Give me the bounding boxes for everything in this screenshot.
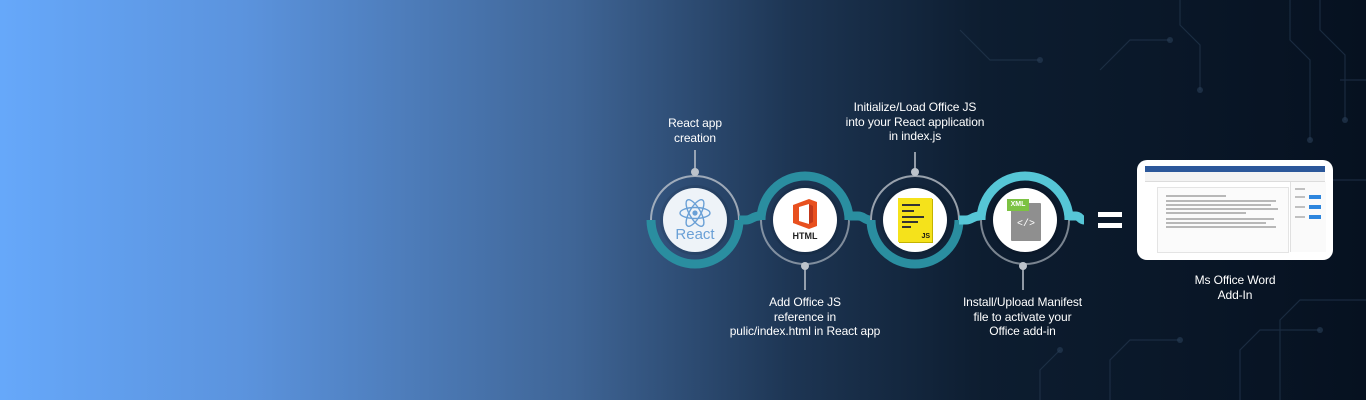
xml-tag: XML <box>1007 199 1029 211</box>
code-brackets-icon: </> <box>1017 219 1036 230</box>
result-label: Ms Office Word Add-In <box>1194 273 1276 302</box>
step-2-pin-dot <box>801 262 809 270</box>
step-4-node: XML </> <box>993 188 1057 252</box>
step-3-label: Initialize/Load Office JS into your Reac… <box>845 100 985 143</box>
code-line-1 <box>902 204 920 206</box>
code-line-5 <box>902 226 911 228</box>
office-logo-icon: HTML <box>791 199 819 241</box>
code-line-4 <box>902 221 918 223</box>
word-titlebar <box>1145 166 1325 172</box>
step-1-arc <box>646 219 744 269</box>
xml-file-icon: XML </> <box>1007 199 1043 241</box>
step-3-arc <box>866 219 964 269</box>
react-logo-icon: React <box>665 190 725 250</box>
react-wordmark: React <box>675 225 715 243</box>
step-1-label: React app creation <box>668 116 722 145</box>
code-line-3 <box>902 216 924 218</box>
html-label: HTML <box>792 231 818 241</box>
js-file-icon: JS <box>898 198 932 242</box>
step-2-arc <box>756 171 854 221</box>
js-tag: JS <box>921 233 930 240</box>
code-line-2 <box>902 210 914 212</box>
connector-4-tail <box>1069 211 1085 225</box>
step-2-label: Add Office JS reference in pulic/index.h… <box>729 295 881 338</box>
step-1-pin-dot <box>691 168 699 176</box>
addin-task-pane <box>1290 182 1326 252</box>
equals-icon <box>1098 210 1122 232</box>
word-ribbon <box>1145 172 1325 182</box>
connector-2-3 <box>849 211 871 225</box>
step-4-pin-dot <box>1019 262 1027 270</box>
office-o-icon <box>793 199 817 229</box>
step-3-node: JS <box>883 188 947 252</box>
step-4-label: Install/Upload Manifest file to activate… <box>962 295 1083 338</box>
step-4-arc <box>976 171 1074 221</box>
step-3-pin-dot <box>911 168 919 176</box>
step-1-node: React <box>663 188 727 252</box>
step-2-node: HTML <box>773 188 837 252</box>
react-atom-icon <box>679 198 711 227</box>
word-document-page <box>1157 187 1289 253</box>
word-document-screenshot-icon <box>1137 160 1333 260</box>
